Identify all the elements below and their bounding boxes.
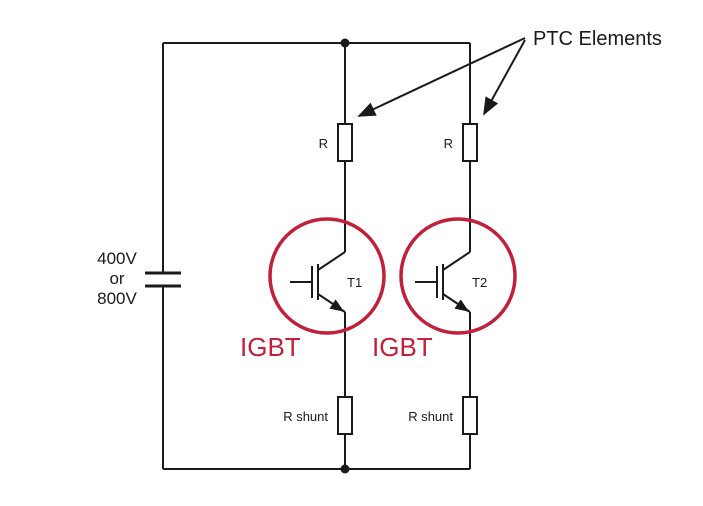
branch2-resistor — [462, 123, 478, 162]
branch2-transistor-label: T2 — [472, 275, 487, 290]
supply-voltage-line3: 800V — [97, 289, 137, 308]
ptc-arrow-to-r2 — [483, 39, 526, 116]
junction-top — [340, 38, 350, 48]
ptc-elements-label: PTC Elements — [533, 28, 662, 50]
branch2-shunt-label: R shunt — [408, 409, 453, 424]
branch1-resistor-label: R — [319, 136, 328, 151]
branch2-igbt-highlight — [399, 217, 517, 335]
wiring — [162, 42, 471, 470]
ptc-arrows — [357, 37, 526, 117]
ptc-arrow-to-r1 — [357, 37, 526, 117]
branch1-shunt-resistor — [337, 396, 353, 435]
branch1-device-label: IGBT — [240, 332, 301, 362]
branch1-transistor-label: T1 — [347, 275, 362, 290]
branch2-igbt-symbol — [415, 251, 471, 332]
branch1-igbt-highlight — [268, 217, 386, 335]
branch2-resistor-label: R — [444, 136, 453, 151]
branch2-device-label: IGBT — [372, 332, 433, 362]
dc-link-capacitor — [145, 271, 181, 288]
branch1-shunt-label: R shunt — [283, 409, 328, 424]
supply-voltage-line1: 400V — [97, 249, 137, 268]
junction-bottom — [340, 464, 350, 474]
supply-voltage-line2: or — [109, 269, 124, 288]
branch2-shunt-resistor — [462, 396, 478, 435]
branch1-resistor — [337, 123, 353, 162]
branch1-igbt-symbol — [290, 251, 346, 332]
